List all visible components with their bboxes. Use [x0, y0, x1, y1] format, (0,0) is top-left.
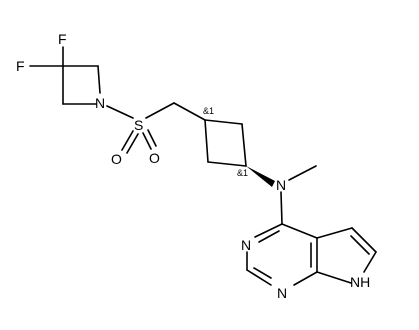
bond-n7-c7a [316, 271, 352, 284]
bond-c4a-c4 [281, 223, 318, 239]
atom-o-lower-left: O [111, 151, 122, 167]
atom-n-pyrimidine-top: N [241, 237, 251, 253]
atom-n-azetidine: N [95, 95, 105, 111]
atom-f-top: F [58, 31, 67, 47]
bond-s-ch2 [145, 102, 175, 119]
stereo-label-upper: &1 [203, 106, 214, 116]
bond-c2-n1-inner [253, 267, 272, 279]
bond-cb4-cb1 [204, 119, 209, 163]
bond-ch2-cb1 [173, 102, 206, 121]
bond-c4a-c5 [316, 227, 353, 239]
bond-cb3-cb4 [207, 161, 247, 167]
bond-c5-c6 [351, 227, 377, 253]
bond-s-o-right-a [142, 132, 152, 150]
atom-n-methylamine: N [276, 177, 286, 193]
bond-cb1-cb2 [204, 119, 243, 125]
bond-s-o-right-b [147, 129, 157, 147]
bond-s-o-left-a [121, 130, 134, 151]
bond-c6-n7 [363, 251, 377, 273]
bond-n-c4 [280, 191, 283, 225]
stereo-label-lower: &1 [237, 168, 248, 178]
bond-cb2-cb3 [241, 123, 247, 167]
bond-c2-n1 [246, 269, 272, 286]
atom-f-left: F [16, 58, 25, 74]
wedge-bond-cb3-n [246, 166, 275, 187]
bond-c5-c6-inner [350, 235, 370, 255]
atom-nh-pyrrole: NH [350, 274, 370, 290]
bond-n1-c7a [293, 271, 318, 286]
bond-s-o-left-b [126, 133, 139, 154]
bond-n-s [106, 105, 134, 119]
bond-c4-n [97, 65, 101, 94]
bond-c4-n3 [254, 223, 283, 238]
bond-n-methyl [288, 165, 317, 181]
atom-o-lower-right: O [149, 150, 160, 166]
bond-c4-n3-inner [258, 230, 280, 243]
atom-s-sulfonyl: S [134, 117, 143, 133]
atom-n-pyrimidine-bottom: N [277, 285, 287, 301]
